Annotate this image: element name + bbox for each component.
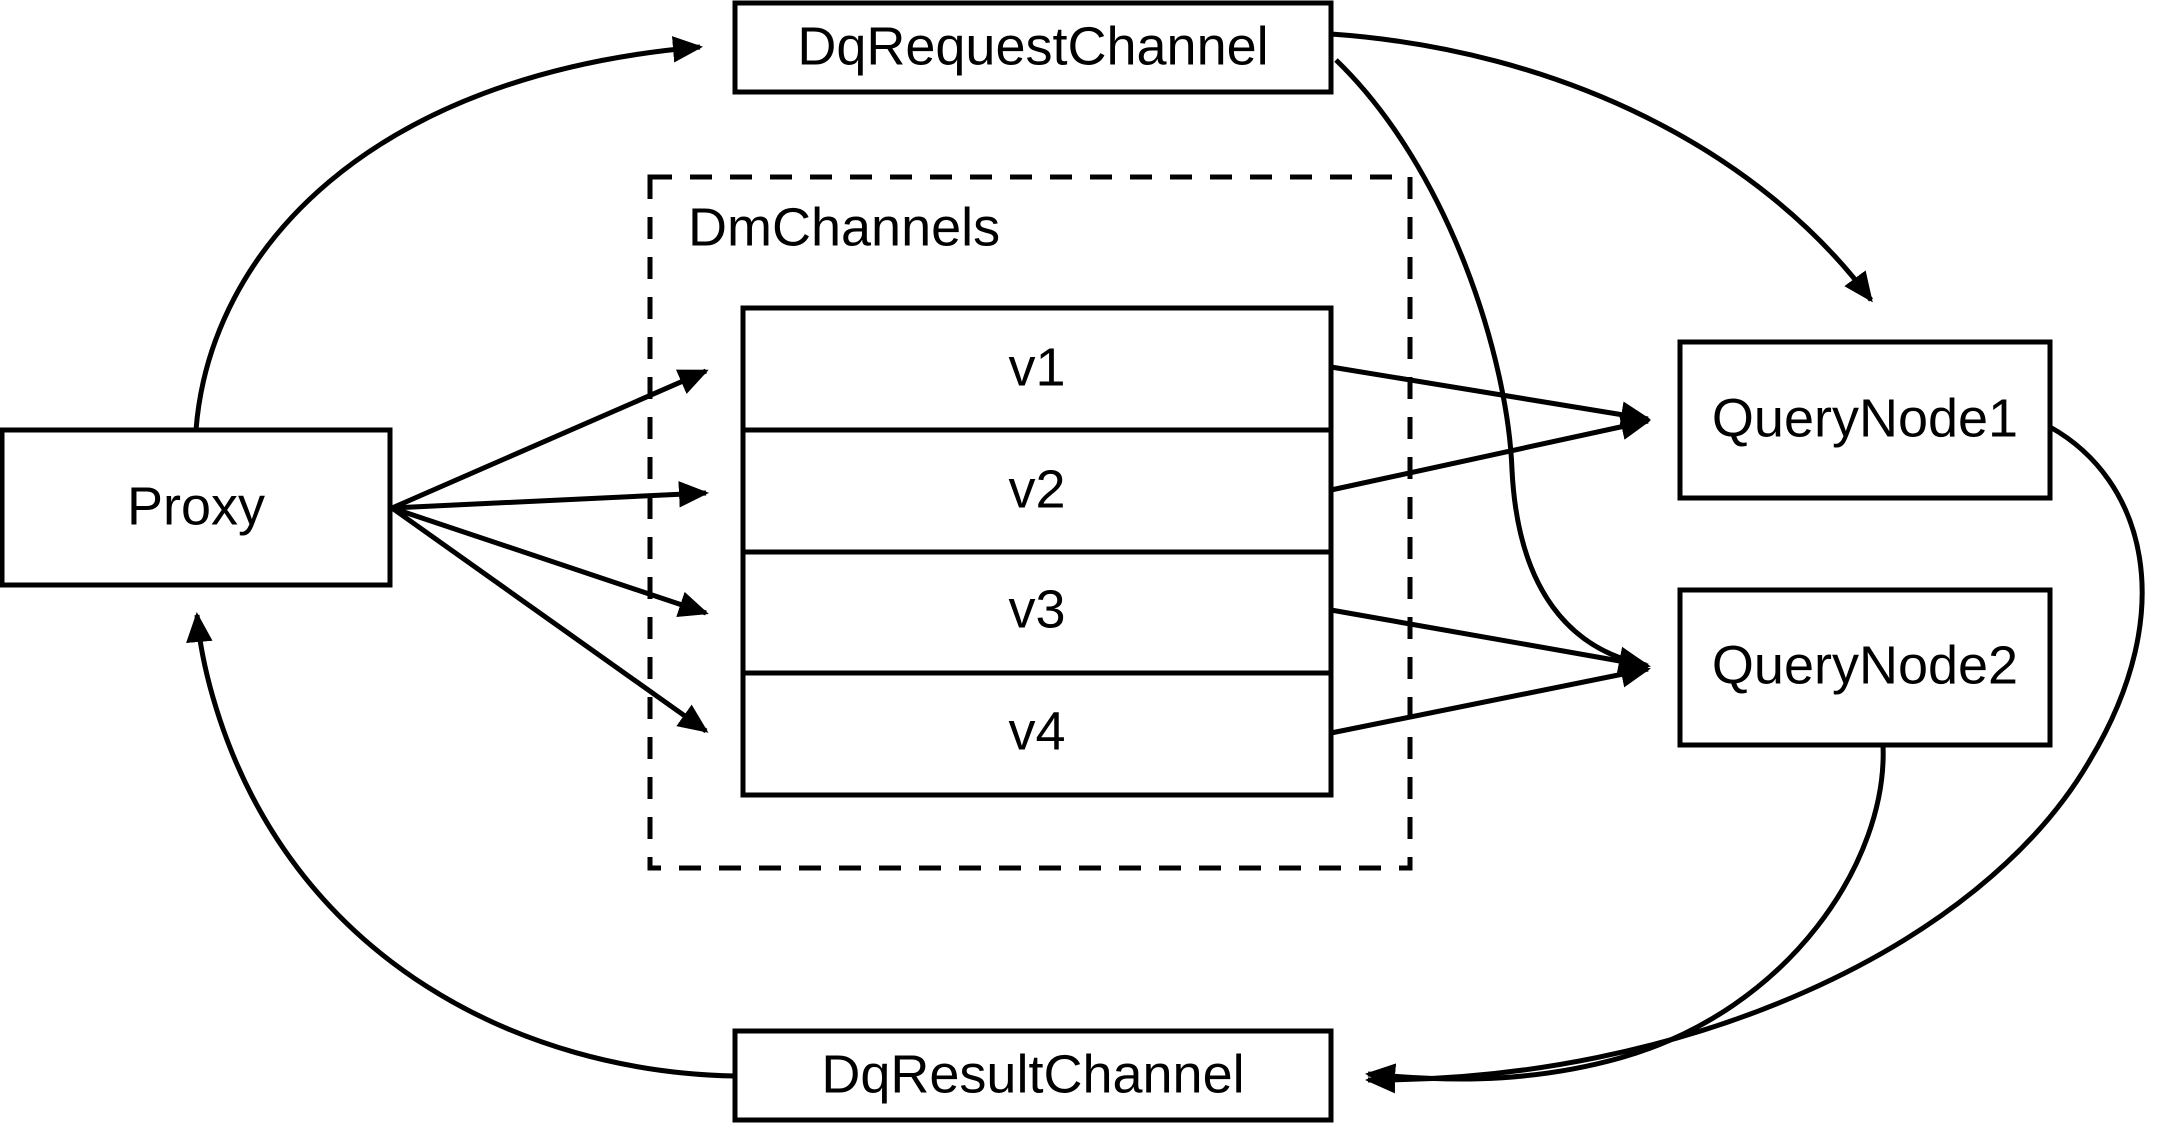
dmchannels-group-border — [647, 174, 1413, 871]
edge-dqresultchannel-to-proxy — [186, 612, 736, 1079]
channel-row-v2-label[interactable]: v2 — [1008, 459, 1065, 519]
node-query-node-2-box[interactable] — [1677, 587, 2053, 748]
node-proxy-box[interactable] — [0, 427, 393, 588]
node-query-node-2[interactable]: QueryNode2 — [1677, 587, 2053, 748]
edge-proxy-to-v1 — [391, 368, 709, 511]
dmchannels-group: DmChannels — [647, 174, 1413, 871]
edge-querynode2-to-dqresultchannel — [1365, 744, 1886, 1090]
node-dq-request-channel-box[interactable] — [732, 0, 1334, 95]
edge-v3-to-querynode2 — [1330, 607, 1651, 675]
edge-proxy-to-dqrequestchannel — [193, 36, 703, 431]
node-dq-result-channel[interactable]: DqResultChannel — [732, 1028, 1334, 1123]
node-query-node-2-label: QueryNode2 — [1712, 635, 2018, 695]
channel-row-v3-label[interactable]: v3 — [1008, 579, 1065, 639]
node-query-node-1[interactable]: QueryNode1 — [1677, 339, 2053, 501]
edge-proxy-to-v2 — [391, 481, 709, 511]
channel-row-v1-label[interactable]: v1 — [1008, 337, 1065, 397]
edge-v4-to-querynode2 — [1330, 661, 1651, 736]
node-query-node-1-label: QueryNode1 — [1712, 388, 2018, 448]
edge-dqrequestchannel-to-querynode1 — [1330, 31, 1874, 303]
edge-v2-to-querynode1 — [1330, 413, 1651, 493]
channel-stack: v1 v2 v3 v4 — [740, 305, 1334, 798]
edge-v1-to-querynode1 — [1330, 364, 1651, 428]
node-dq-result-channel-box[interactable] — [732, 1028, 1334, 1123]
edge-dqrequestchannel-to-querynode2 — [1334, 58, 1649, 673]
dmchannels-group-label: DmChannels — [688, 197, 1000, 257]
node-proxy-label: Proxy — [127, 476, 265, 536]
edge-proxy-to-v3 — [391, 505, 709, 618]
edge-proxy-to-v4 — [390, 505, 709, 734]
node-proxy[interactable]: Proxy — [0, 427, 393, 588]
node-dq-request-channel-label: DqRequestChannel — [797, 16, 1268, 76]
node-dq-request-channel[interactable]: DqRequestChannel — [732, 0, 1334, 95]
channel-row-v4-label[interactable]: v4 — [1008, 701, 1065, 761]
edge-querynode1-to-dqresultchannel — [1365, 424, 2145, 1094]
node-dq-result-channel-label: DqResultChannel — [821, 1044, 1244, 1104]
node-query-node-1-box[interactable] — [1677, 339, 2053, 501]
